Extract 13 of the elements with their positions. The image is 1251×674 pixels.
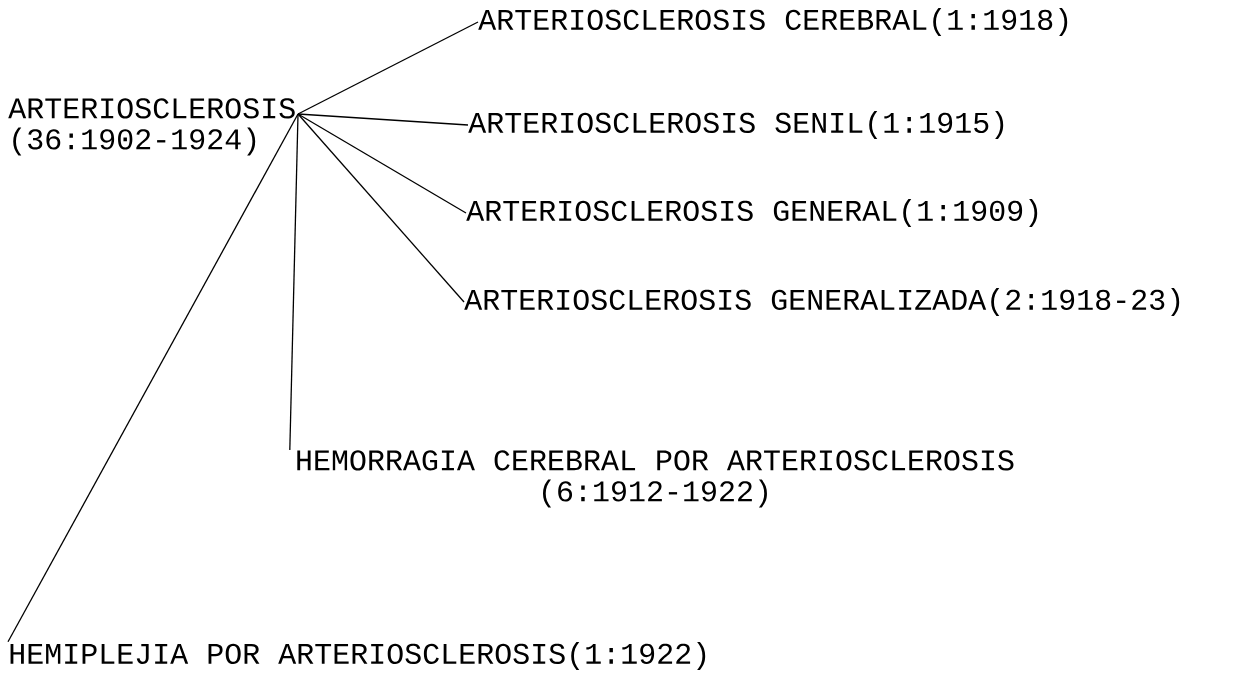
term-label: HEMORRAGIA CEREBRAL POR ARTERIOSCLEROSIS (6:1912-1922) — [297, 450, 1014, 508]
connector-line — [297, 21, 479, 115]
term-label: ARTERIOSCLEROSIS CEREBRAL(1:1918) — [478, 8, 1068, 36]
term-label: ARTERIOSCLEROSIS GENERAL(1:1909) — [466, 199, 1038, 227]
term-label: ARTERIOSCLEROSIS SENIL(1:1915) — [468, 111, 1004, 139]
term-label: HEMIPLEJIA POR ARTERIOSCLEROSIS(1:1922) — [10, 642, 706, 670]
connector-line — [297, 113, 465, 303]
connector-line — [289, 113, 299, 451]
term-label: ARTERIOSCLEROSIS GENERALIZADA(2:1918-23) — [464, 288, 1180, 316]
connector-line — [297, 113, 467, 214]
connector-line — [7, 113, 299, 643]
term-label: ARTERIOSCLEROSIS (36:1902-1924) — [8, 98, 295, 156]
connector-line — [297, 113, 469, 126]
